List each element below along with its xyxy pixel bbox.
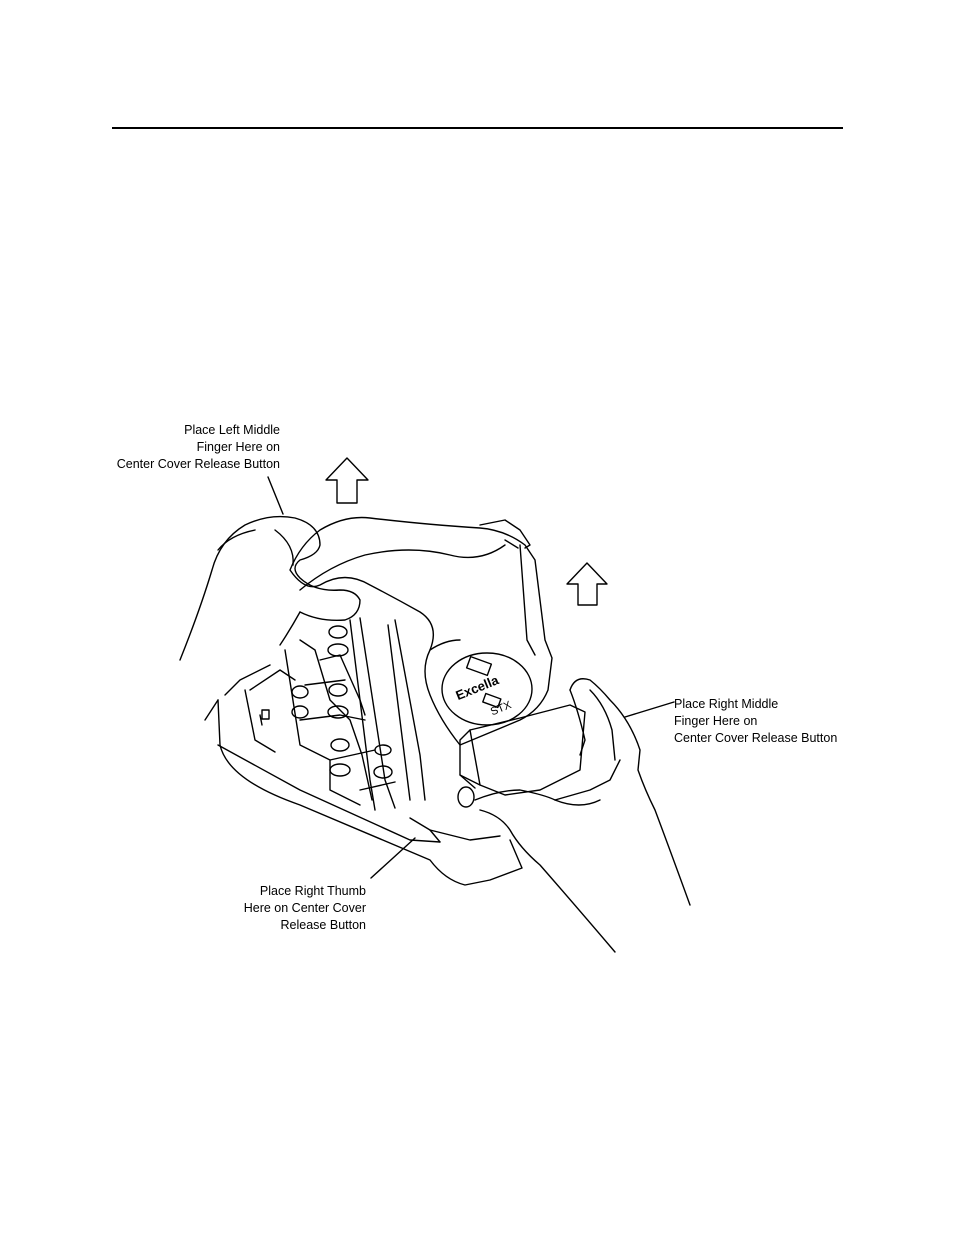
left-hand <box>179 515 361 661</box>
callout-line: Finger Here on <box>196 440 280 454</box>
callout-line: Finger Here on <box>674 714 758 728</box>
leader-line-thumb <box>370 837 416 879</box>
right-cover-block <box>457 704 586 808</box>
callout-line: Center Cover Release Button <box>116 457 280 471</box>
lift-arrow-left-icon <box>325 457 369 504</box>
callout-line: Place Right Middle <box>674 697 779 711</box>
callout-line: Place Left Middle <box>184 423 280 437</box>
callout-right-middle-finger: Place Right Middle Finger Here on Center… <box>674 696 837 747</box>
print-mechanism <box>244 617 426 811</box>
device-label-badge <box>441 652 533 726</box>
callout-line: Here on Center Cover <box>243 901 366 915</box>
badge-model: STX <box>489 699 514 718</box>
badge-brand: Excella <box>453 672 501 703</box>
callout-line: Release Button <box>280 918 366 932</box>
leader-line-right <box>624 701 675 718</box>
callout-left-middle-finger: Place Left Middle Finger Here on Center … <box>117 422 280 473</box>
leader-line-left <box>267 476 284 515</box>
device-base <box>204 664 523 886</box>
lift-arrow-right-icon <box>566 562 608 606</box>
callout-right-thumb: Place Right Thumb Here on Center Cover R… <box>244 883 366 934</box>
release-button-icon <box>457 786 475 808</box>
right-hand <box>474 678 691 953</box>
header-rule <box>112 127 843 129</box>
callout-line: Center Cover Release Button <box>674 731 838 745</box>
callout-line: Place Right Thumb <box>259 884 366 898</box>
